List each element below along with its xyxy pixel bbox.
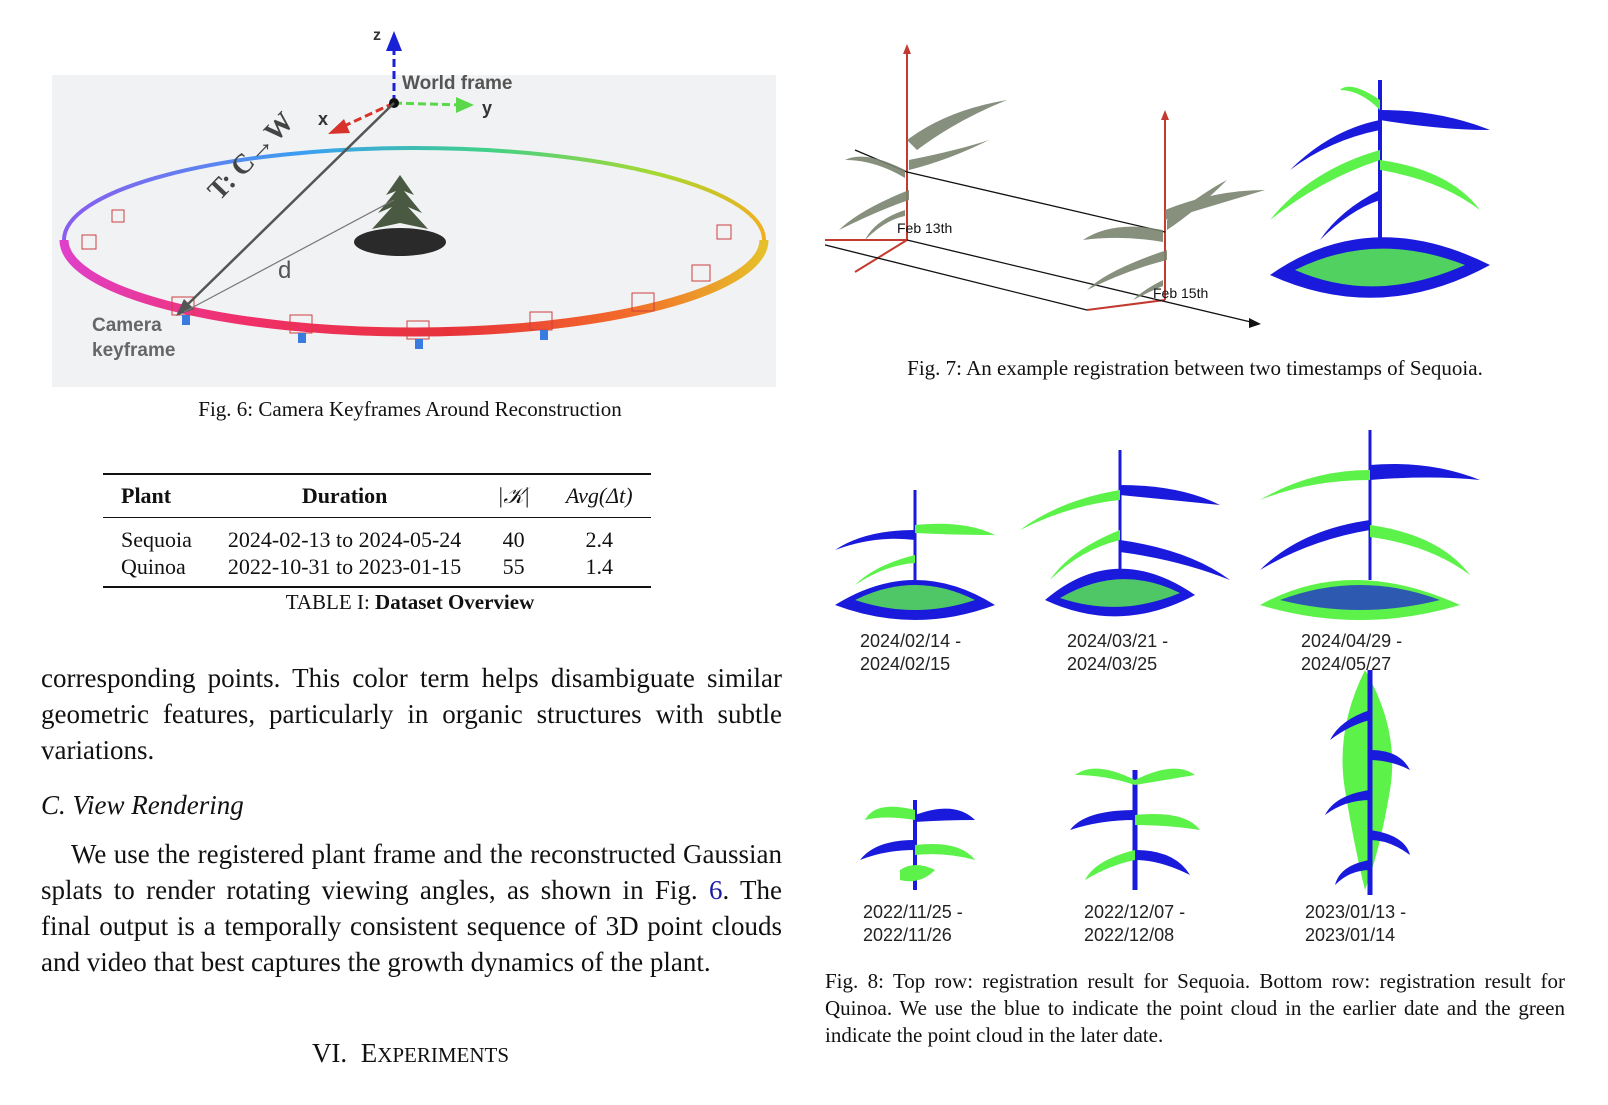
- distance-line: [183, 199, 395, 313]
- registration-diagram: [804, 44, 1490, 328]
- x-axis-arrow: [328, 119, 350, 134]
- figure-8: 2024/02/14 -2024/02/15 2024/03/21 -2024/…: [825, 430, 1565, 990]
- plant-feb15-silhouette: [1083, 180, 1265, 300]
- z-axis-arrow: [386, 31, 402, 51]
- cell: Quinoa: [121, 554, 186, 579]
- table-1-caption: TABLE I: Dataset Overview: [285, 590, 535, 614]
- keyframe-label: keyframe: [92, 340, 176, 361]
- figure-7: Feb 13th Feb 15th: [804, 40, 1565, 350]
- z-axis-label: z: [373, 27, 381, 44]
- plant-silhouette: [372, 175, 428, 229]
- quinoa-result-2: [1070, 768, 1200, 890]
- sequoia-date-2: 2024/03/21 -2024/03/25: [1067, 631, 1169, 674]
- cell: 2.4: [585, 527, 613, 552]
- y-axis-label: y: [482, 98, 493, 118]
- cell: 2022-10-31 to 2023-01-15: [227, 554, 462, 579]
- camera-label: Camera: [92, 315, 162, 336]
- paragraph-view-rendering: We use the registered plant frame and th…: [41, 839, 782, 977]
- table-row: Quinoa 2022-10-31 to 2023-01-15 55 1.4: [103, 553, 651, 587]
- subsection-heading: C. View Rendering: [41, 790, 244, 820]
- col-k: |𝒦|: [497, 483, 530, 508]
- distance-label: d: [278, 257, 292, 284]
- sequoia-result-1: [835, 490, 995, 620]
- sequoia-result-3: [1260, 430, 1480, 620]
- col-plant: Plant: [121, 483, 172, 508]
- section-heading-experiments: VI. EXPERIMENTS: [311, 1038, 510, 1068]
- cell: 2024-02-13 to 2024-05-24: [227, 527, 462, 552]
- paragraph-color-term: corresponding points. This color term he…: [41, 663, 782, 765]
- figure-7-caption: Fig. 7: An example registration between …: [907, 356, 1483, 380]
- y-axis-arrow: [456, 97, 474, 113]
- timestamp-label-feb13: Feb 13th: [897, 220, 953, 236]
- x-axis-label: x: [318, 109, 329, 129]
- sequoia-result-2: [1020, 450, 1230, 617]
- registration-results-grid: [835, 430, 1480, 895]
- plant-pot: [354, 228, 446, 256]
- timestamp-label-feb15: Feb 15th: [1153, 285, 1209, 301]
- registered-point-cloud: [1270, 80, 1490, 298]
- cell: 1.4: [585, 554, 613, 579]
- quinoa-date-2: 2022/12/07 -2022/12/08: [1084, 902, 1186, 945]
- figure-6-reference-link[interactable]: 6: [708, 875, 723, 905]
- quinoa-result-1: [860, 800, 975, 890]
- sequoia-date-1: 2024/02/14 -2024/02/15: [860, 631, 962, 674]
- quinoa-date-3: 2023/01/13 -2023/01/14: [1305, 902, 1407, 945]
- plant-feb13-silhouette: [839, 100, 1007, 240]
- quinoa-result-3: [1325, 670, 1410, 895]
- col-duration: Duration: [301, 483, 388, 508]
- table-1: Plant Duration |𝒦| Avg(Δt) Sequoia 2024-…: [103, 473, 651, 588]
- col-avg-dt: Avg(Δt): [565, 483, 633, 508]
- camera-keyframe-diagram: [59, 31, 769, 349]
- cell: 55: [502, 554, 525, 579]
- figure-8-caption: Fig. 8: Top row: registration result for…: [825, 969, 1565, 1047]
- dataset-table: Plant Duration |𝒦| Avg(Δt) Sequoia 2024-…: [103, 473, 651, 588]
- camera-path-ring-back: [62, 146, 766, 241]
- figure-6: z x y World frame T: C→W d Camera keyfra…: [52, 25, 776, 387]
- table-row: Sequoia 2024-02-13 to 2024-05-24 40 2.4: [103, 518, 651, 554]
- camera-marker-fills: [182, 315, 548, 349]
- cell: Sequoia: [121, 527, 192, 552]
- figure-6-caption: Fig. 6: Camera Keyframes Around Reconstr…: [198, 397, 622, 421]
- quinoa-date-1: 2022/11/25 -2022/11/26: [863, 902, 963, 945]
- world-frame-label: World frame: [402, 73, 513, 94]
- cell: 40: [502, 527, 525, 552]
- camera-path-ring-front: [59, 239, 769, 337]
- transform-arrow: [176, 299, 194, 316]
- sequoia-date-3: 2024/04/29 -2024/05/27: [1301, 631, 1403, 674]
